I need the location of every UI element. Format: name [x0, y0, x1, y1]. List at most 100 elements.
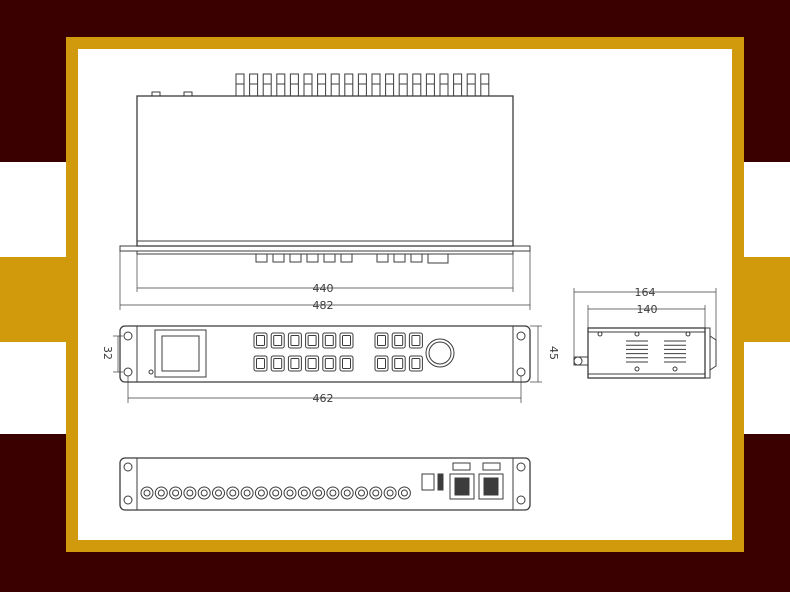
- rear-bnc-connector-pin: [372, 489, 380, 497]
- front-key-cap: [342, 358, 351, 369]
- front-key-cap: [394, 335, 404, 346]
- dim-45-label: 45: [547, 346, 560, 360]
- front-key: [339, 355, 354, 372]
- rear-power-inlet-left-outline: [449, 473, 475, 500]
- side-screw-4: [634, 366, 640, 372]
- rear-bnc-connector: [369, 486, 383, 500]
- front-ir-sensor: [148, 369, 154, 375]
- rear-panel-outline: [119, 457, 531, 511]
- front-key: [270, 332, 285, 349]
- front-key-cap: [377, 335, 386, 346]
- top-view-front-button: [340, 253, 353, 263]
- front-key-cap: [307, 358, 317, 369]
- front-key: [287, 355, 302, 372]
- top-view-connector: [439, 73, 449, 97]
- front-knob-inner: [428, 341, 452, 365]
- top-view-front-button: [393, 253, 406, 263]
- dim-164-label: 164: [635, 286, 656, 299]
- front-key-cap: [290, 358, 300, 369]
- dim-32-label: 32: [101, 346, 114, 360]
- rear-power-inlet-right: [483, 477, 499, 496]
- front-key: [253, 332, 268, 349]
- rear-bnc-connector: [269, 486, 283, 500]
- front-key: [305, 332, 320, 349]
- top-view-front-button: [323, 253, 336, 263]
- top-view-front-button: [410, 253, 423, 263]
- dim-462-label: 462: [313, 392, 334, 405]
- top-view-connector: [249, 73, 259, 97]
- top-view-connector: [357, 73, 367, 97]
- front-key-cap: [290, 335, 300, 346]
- rear-bnc-connector: [312, 486, 326, 500]
- front-knob-outer: [425, 338, 455, 368]
- rear-bnc-connector: [297, 486, 311, 500]
- rear-bnc-connector-pin: [286, 489, 294, 497]
- front-key-cap: [273, 335, 283, 346]
- side-rear-connector-nut: [573, 356, 583, 366]
- top-view-connector: [344, 73, 354, 97]
- rear-bnc-connector-pin: [272, 489, 280, 497]
- rear-bnc-connector: [383, 486, 397, 500]
- rear-bnc-connector-pin: [143, 489, 151, 497]
- rear-mount-hole-bottom-left: [123, 495, 133, 505]
- top-view-front-button: [255, 253, 268, 263]
- front-mount-hole-top-right: [516, 331, 526, 341]
- front-display-bezel: [154, 329, 207, 378]
- rear-bnc-connector-pin: [186, 489, 194, 497]
- front-key-cap: [256, 358, 265, 369]
- top-view-front-button: [272, 253, 285, 263]
- front-mount-hole-bottom-right: [516, 367, 526, 377]
- side-front-bracket: [704, 327, 711, 379]
- drawing-sheet: 440 482: [78, 49, 732, 540]
- rear-fuse-left: [452, 462, 471, 471]
- rear-bnc-connector-pin: [400, 489, 408, 497]
- rear-bnc-connector-pin: [257, 489, 265, 497]
- rear-view: [119, 457, 531, 511]
- rear-bnc-connector: [169, 486, 183, 500]
- side-screw-3: [685, 331, 691, 337]
- front-key-cap: [256, 335, 265, 346]
- front-display-screen: [161, 335, 200, 372]
- top-view-front-button: [306, 253, 319, 263]
- top-view-connector: [262, 73, 272, 97]
- rear-bnc-connectors: [140, 486, 411, 500]
- front-key-cap: [342, 335, 351, 346]
- top-view-knob-outline: [427, 253, 449, 264]
- front-mount-hole-bottom-left: [123, 367, 133, 377]
- rear-bnc-connector: [283, 486, 297, 500]
- front-key: [408, 332, 423, 349]
- rear-bnc-connector: [154, 486, 168, 500]
- side-screw-2: [634, 331, 640, 337]
- rear-bnc-connector-pin: [200, 489, 208, 497]
- rear-bnc-connector: [140, 486, 154, 500]
- rear-bnc-connector: [397, 486, 411, 500]
- front-key-cap: [324, 358, 334, 369]
- rear-bnc-connector-pin: [343, 489, 351, 497]
- rear-bnc-connector: [226, 486, 240, 500]
- dim-440-label: 440: [313, 282, 334, 295]
- front-view: 32 45 462: [101, 325, 560, 405]
- side-front-handle: [709, 335, 717, 371]
- top-view-connector: [303, 73, 313, 97]
- gold-frame: 440 482: [66, 37, 744, 552]
- rear-bnc-connector-pin: [215, 489, 222, 497]
- rear-mount-hole-top-left: [123, 462, 133, 472]
- top-view-front-button: [289, 253, 302, 263]
- top-view-connector: [289, 73, 299, 97]
- rear-bnc-connector: [183, 486, 197, 500]
- rear-bnc-connector: [212, 486, 225, 500]
- rear-power-inlet-right-outline: [478, 473, 504, 500]
- top-view-connector: [480, 73, 490, 97]
- rear-mount-hole-bottom-right: [516, 495, 526, 505]
- side-screw-5: [672, 366, 678, 372]
- front-key: [339, 332, 354, 349]
- front-key: [391, 332, 406, 349]
- front-keypad: [253, 332, 423, 372]
- front-key-cap: [324, 335, 334, 346]
- rear-bnc-connector-pin: [315, 489, 323, 497]
- front-key: [322, 355, 337, 372]
- front-key-cap: [307, 335, 317, 346]
- rear-bnc-connector: [197, 486, 211, 500]
- rear-bnc-connector: [355, 486, 368, 500]
- rear-bnc-connector: [340, 486, 354, 500]
